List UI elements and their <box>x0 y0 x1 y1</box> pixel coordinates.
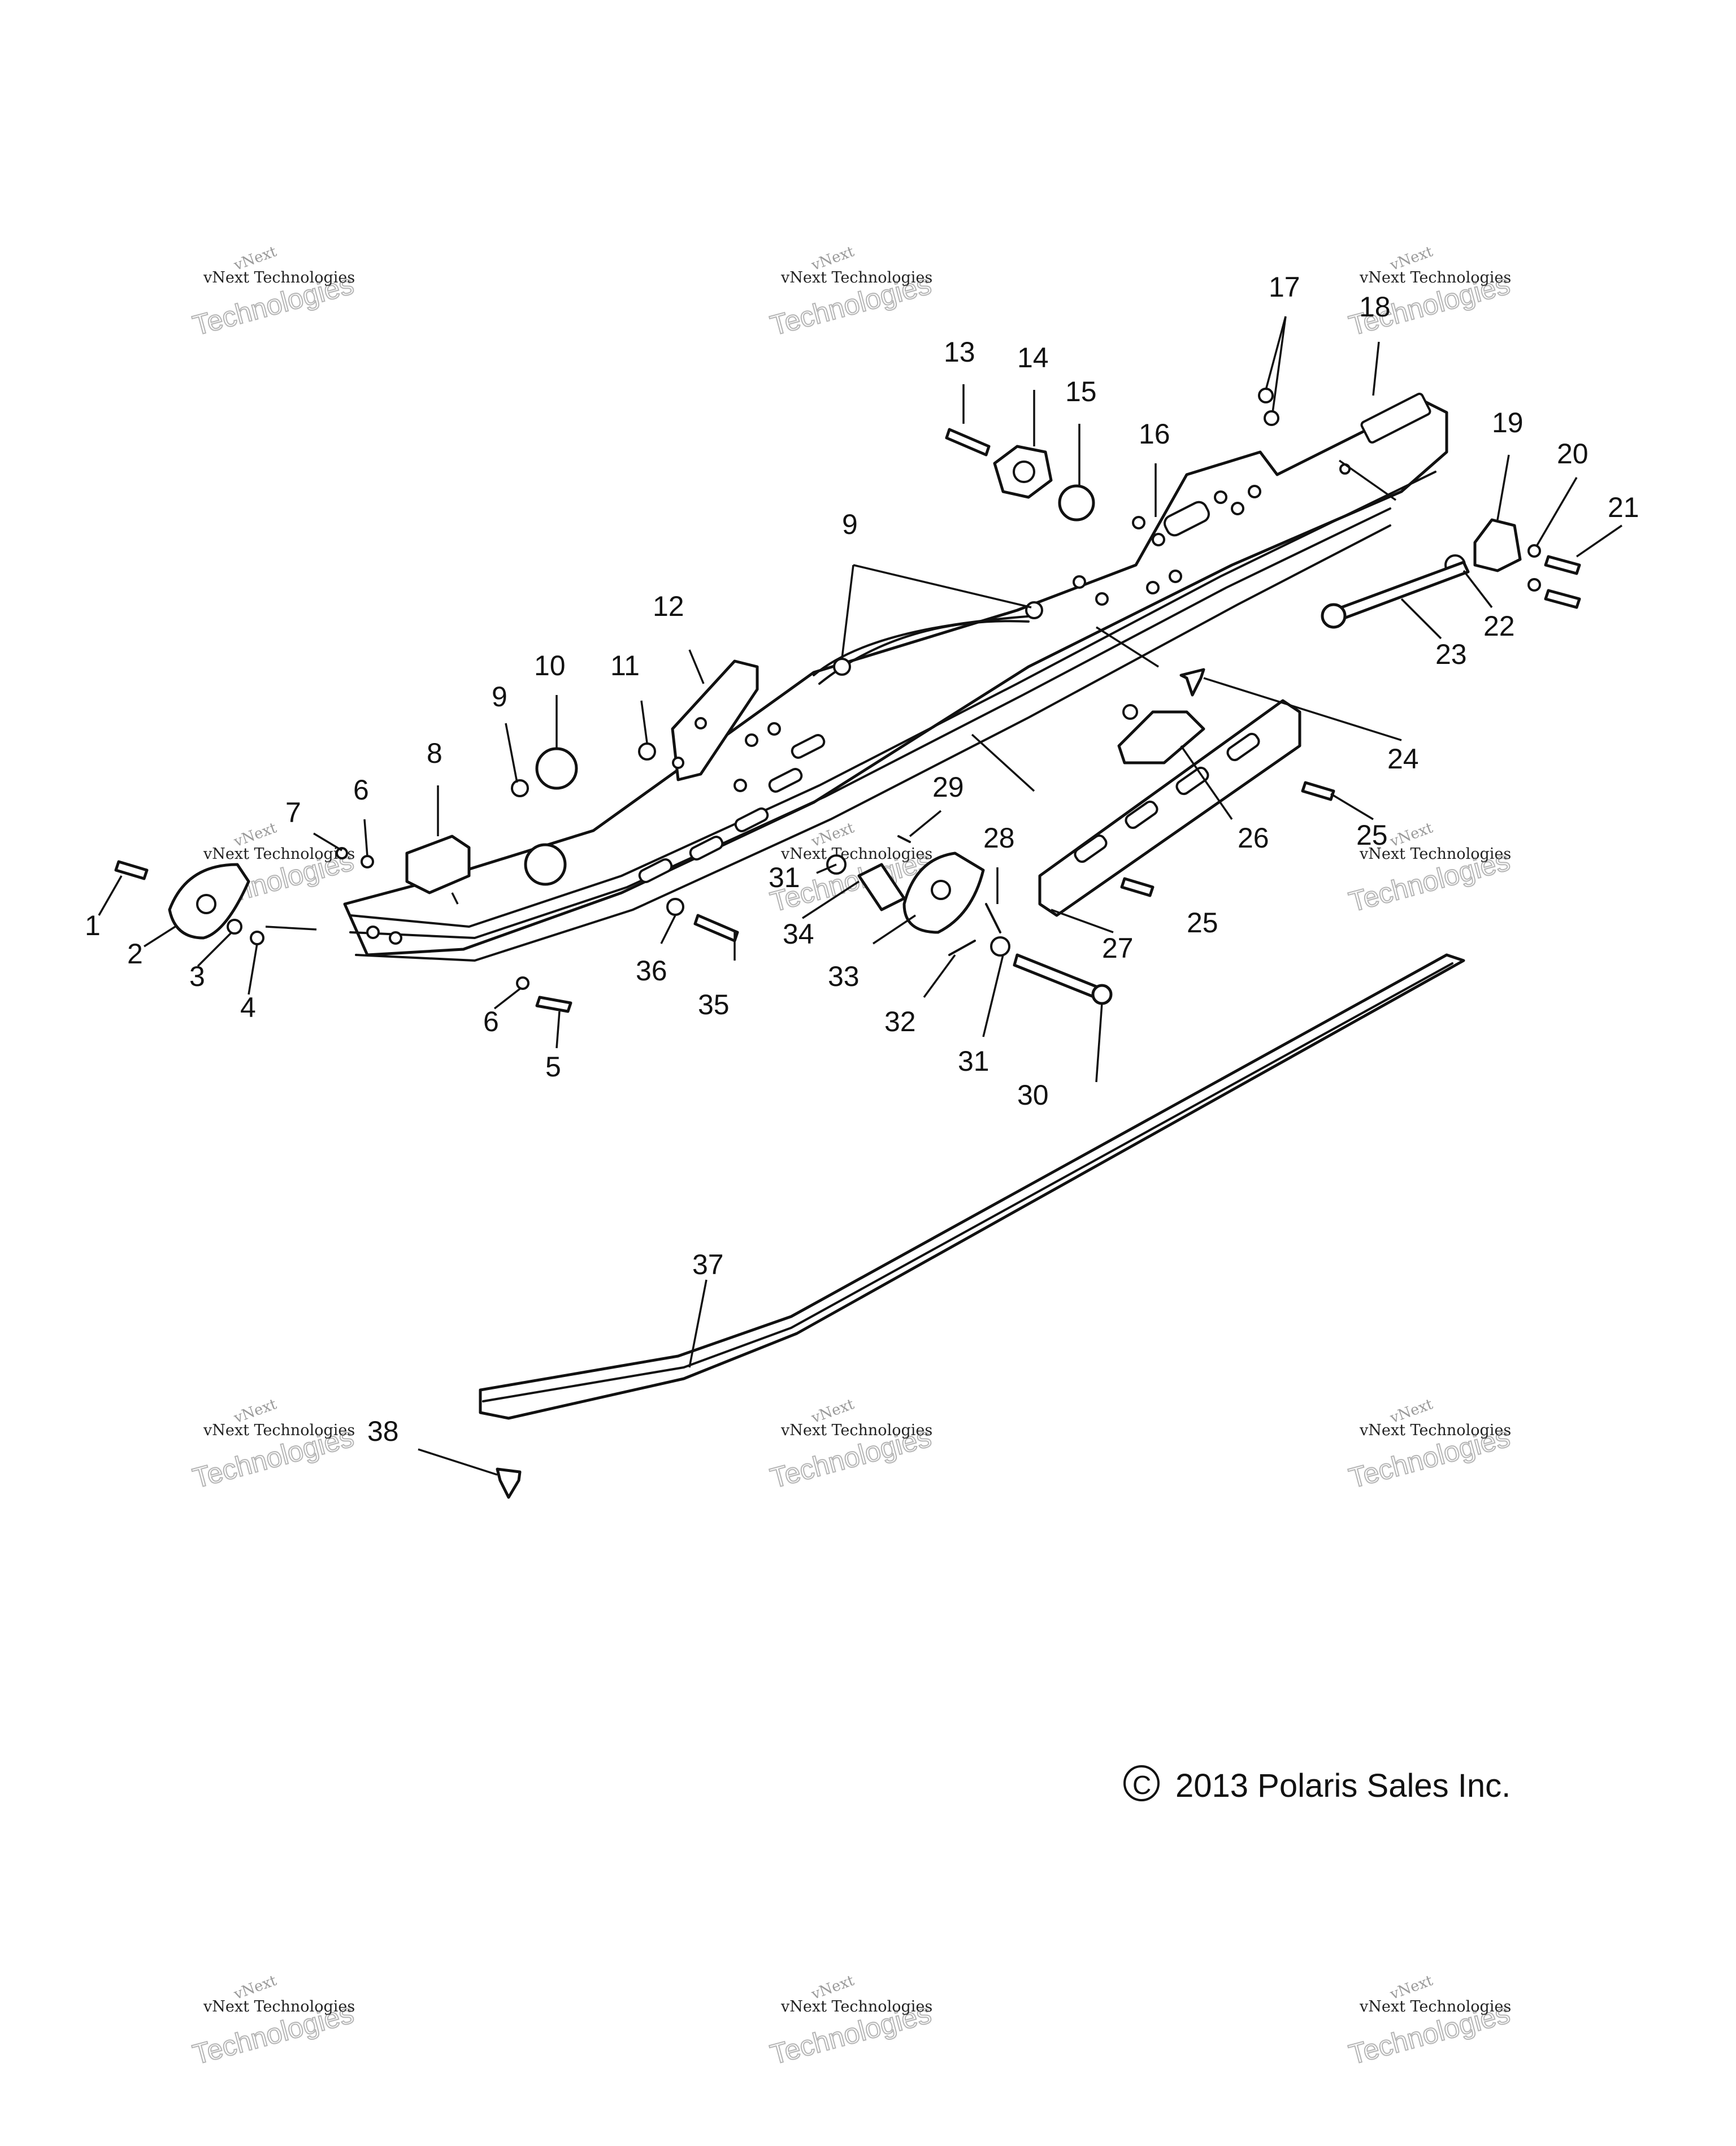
callout-18: 18 <box>1359 291 1391 323</box>
callout-33: 33 <box>828 961 860 992</box>
callout-20: 20 <box>1557 438 1589 470</box>
callout-5: 5 <box>545 1051 561 1083</box>
callout-25: 25 <box>1187 907 1218 939</box>
callout-11: 11 <box>610 650 640 681</box>
watermark: vNext Technologies vNext Technologies <box>766 243 935 342</box>
watermark-small: vNext Technologies <box>780 845 932 863</box>
watermark-small: vNext Technologies <box>203 269 355 286</box>
watermark-small: vNext Technologies <box>203 1422 355 1439</box>
callout-3: 3 <box>189 961 205 992</box>
callout-38: 38 <box>367 1415 399 1447</box>
copyright-notice: C 2013 Polaris Sales Inc. <box>1123 1765 1511 1804</box>
callout-28: 28 <box>983 822 1015 854</box>
callout-2: 2 <box>127 938 143 970</box>
watermark-small: vNext Technologies <box>203 1998 355 2015</box>
callout-36: 36 <box>636 955 667 987</box>
callout-10: 10 <box>534 650 566 681</box>
ski-runner <box>479 953 1465 1420</box>
watermark: vNext Technologies vNext Technologies <box>1345 1972 1513 2071</box>
watermark-small: vNext Technologies <box>1359 1422 1511 1439</box>
copyright-symbol: C <box>1132 1770 1151 1800</box>
callout-12: 12 <box>653 590 684 622</box>
watermark: vNext Technologies vNext Technologies <box>1345 1396 1513 1495</box>
callout-23: 23 <box>1435 638 1467 670</box>
watermark-small: vNext Technologies <box>1359 1998 1511 2015</box>
callout-29: 29 <box>932 771 964 803</box>
callout-19: 19 <box>1492 407 1524 438</box>
callout-37: 37 <box>692 1249 724 1280</box>
callout-34: 34 <box>783 918 814 950</box>
callout-6b: 6 <box>483 1006 499 1037</box>
callout-35: 35 <box>698 989 730 1020</box>
callout-16: 16 <box>1139 418 1170 450</box>
callout-31b: 31 <box>958 1045 989 1077</box>
hardware <box>114 388 1581 1499</box>
watermark-small: vNext Technologies <box>780 269 932 286</box>
callout-31: 31 <box>769 862 800 893</box>
callout-9b: 9 <box>842 509 858 540</box>
watermark-small: vNext Technologies <box>780 1998 932 2015</box>
callout-17: 17 <box>1269 271 1300 303</box>
callout-4: 4 <box>240 992 256 1023</box>
copyright-text: 2013 Polaris Sales Inc. <box>1175 1767 1511 1804</box>
watermark-small: vNext Technologies <box>780 1422 932 1439</box>
callout-30: 30 <box>1017 1079 1049 1111</box>
watermark: vNext Technologies vNext Technologies <box>189 1972 357 2071</box>
ski-frame <box>343 393 1448 962</box>
callout-6: 6 <box>353 774 369 806</box>
callout-32: 32 <box>884 1006 916 1037</box>
callout-14: 14 <box>1017 342 1049 373</box>
watermark-small: vNext Technologies <box>203 845 355 863</box>
watermark-small: vNext Technologies <box>1359 269 1511 286</box>
callout-9: 9 <box>492 681 507 713</box>
callout-1: 1 <box>85 910 101 941</box>
callout-24: 24 <box>1387 743 1419 775</box>
watermark: vNext Technologies vNext Technologies <box>189 243 357 342</box>
callout-27: 27 <box>1102 932 1134 964</box>
watermark: vNext Technologies vNext Technologies <box>766 1972 935 2071</box>
callout-15: 15 <box>1065 376 1097 407</box>
copyright-circle <box>1123 1765 1160 1801</box>
callout-labels: 1 2 3 4 5 6 6 7 8 9 9 10 11 12 13 14 15 … <box>85 271 1639 1447</box>
watermark-small: vNext Technologies <box>1359 845 1511 863</box>
callout-26: 26 <box>1238 822 1269 854</box>
callout-8: 8 <box>427 737 442 769</box>
watermark: vNext Technologies vNext Technologies <box>766 1396 935 1495</box>
watermark: vNext Technologies vNext Technologies <box>189 1396 357 1495</box>
callout-21: 21 <box>1608 492 1639 523</box>
callout-7: 7 <box>285 797 301 828</box>
callout-22: 22 <box>1483 610 1515 642</box>
leader-lines <box>98 316 1622 1476</box>
callout-13: 13 <box>944 336 975 368</box>
callout-25b: 25 <box>1356 819 1388 851</box>
